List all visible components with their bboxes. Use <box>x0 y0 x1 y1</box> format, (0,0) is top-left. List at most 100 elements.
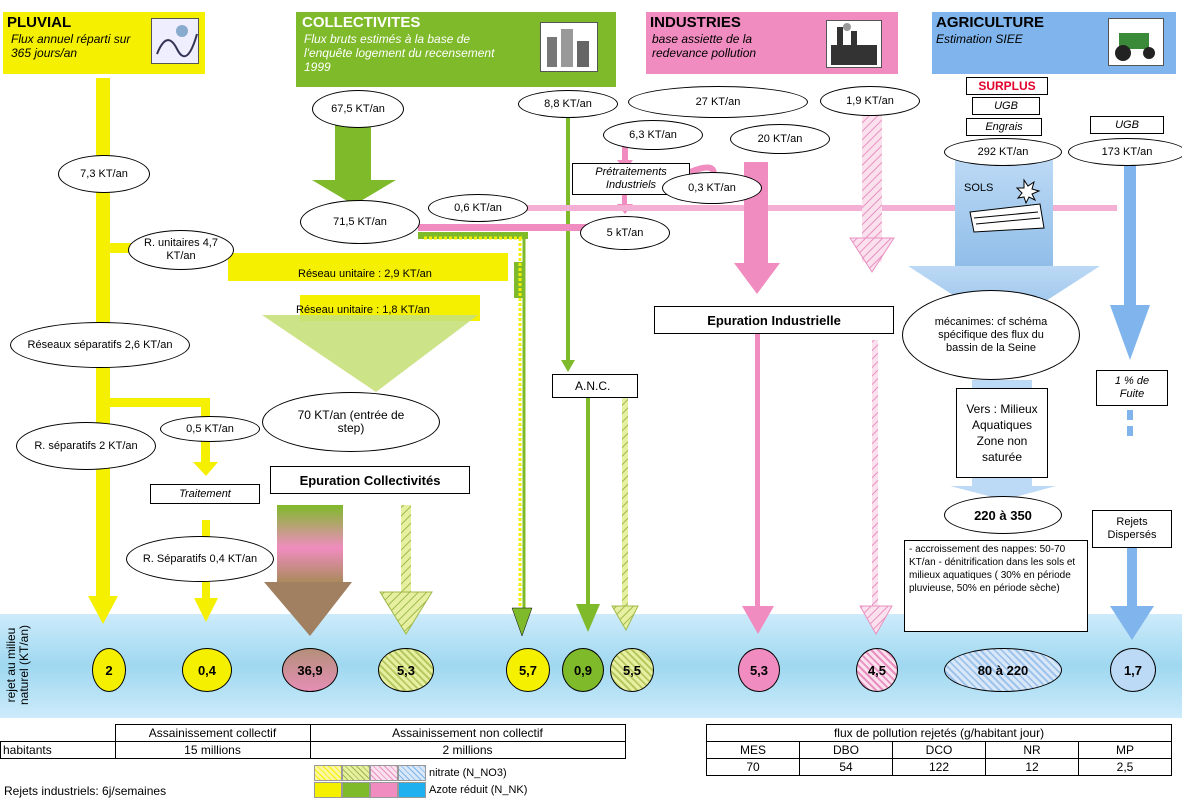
rejets-disperses-box: Rejets Dispersés <box>1092 510 1172 548</box>
header-pluvial-title: PLUVIAL <box>7 14 72 31</box>
pluvial-05-ellipse: 0,5 KT/an <box>160 416 260 442</box>
flux-header-mes: MES <box>706 741 800 759</box>
population-value-non-collectif: 2 millions <box>309 741 626 759</box>
legend-swatch-green <box>342 781 370 798</box>
vers-box: Vers : Milieux Aquatiques Zone non satur… <box>956 388 1048 478</box>
ind-03-ellipse: 0,3 KT/an <box>662 172 762 204</box>
legend-swatch-pink <box>370 781 398 798</box>
result-reseau-unitaire: 5,7 <box>506 648 550 692</box>
flux-value-dco: 122 <box>892 758 986 776</box>
legend-row-azote: Azote réduit (N_NK) <box>314 781 527 798</box>
soil-icon <box>969 178 1045 233</box>
header-agriculture: AGRICULTURE Estimation SIEE <box>932 12 1176 74</box>
flux-header-mp: MP <box>1078 741 1172 759</box>
population-table-empty-cell <box>0 724 116 742</box>
footer-note: Rejets industriels: 6j/semaines <box>4 784 167 798</box>
header-pluvial-subtitle: Flux annuel réparti sur 365 jours/an <box>11 32 131 60</box>
result-coll-hatched: 5,3 <box>378 648 434 692</box>
result-epuration-coll: 36,9 <box>282 648 338 692</box>
ind-63-ellipse: 6,3 KT/an <box>603 120 703 150</box>
r-separatifs04-ellipse: R. Séparatifs 0,4 KT/an <box>126 536 274 582</box>
pluvial-illustration-icon <box>151 18 199 64</box>
legend-swatch-blue-hatched <box>398 764 426 781</box>
legend-swatch-blue <box>398 781 426 798</box>
flux-value-mes: 70 <box>706 758 800 776</box>
range-220-350-ellipse: 220 à 350 <box>944 496 1062 534</box>
result-anc: 0,9 <box>562 648 604 692</box>
ind-27-ellipse: 27 KT/an <box>628 86 808 118</box>
flux-table-title: flux de pollution rejetés (g/habitant jo… <box>706 724 1172 742</box>
pretraitements-box: Prétraitements Industriels <box>572 163 690 195</box>
coll-88-ellipse: 8,8 KT/an <box>518 90 618 118</box>
fuite-box: 1 % de Fuite <box>1096 370 1168 406</box>
legend-nitrate-label: nitrate (N_NO3) <box>429 766 507 779</box>
traitement-box: Traitement <box>150 484 260 504</box>
engrais-box: Engrais <box>966 118 1042 136</box>
header-pluvial: PLUVIAL Flux annuel réparti sur 365 jour… <box>3 12 205 74</box>
population-table: Assainissement collectif Assainissement … <box>0 724 626 759</box>
header-agriculture-title: AGRICULTURE <box>936 14 1045 31</box>
header-industries: INDUSTRIES base assiette de la redevance… <box>646 12 898 74</box>
result-agri-ugb: 1,7 <box>1110 648 1156 692</box>
agri-173-ellipse: 173 KT/an <box>1068 138 1182 166</box>
epuration-ind-box: Epuration Industrielle <box>654 306 894 334</box>
result-industries-hatched: 4,5 <box>856 648 898 692</box>
soil-illustration: SOLS <box>960 172 1052 236</box>
ind-06-ellipse: 0,6 KT/an <box>428 194 528 222</box>
factory-illustration-icon <box>826 20 882 68</box>
result-industries: 5,3 <box>738 648 780 692</box>
surplus-box: SURPLUS <box>966 77 1048 95</box>
city-illustration-icon <box>540 22 598 72</box>
population-row-label: habitants <box>0 741 116 759</box>
ugb2-box: UGB <box>1090 116 1164 134</box>
mecanismes-ellipse: mécanimes: cf schéma spécifique des flux… <box>902 290 1080 380</box>
population-header-collectif: Assainissement collectif <box>114 724 311 742</box>
result-separatifs: 0,4 <box>182 648 232 692</box>
result-pluvial: 2 <box>92 648 126 692</box>
ugb1-box: UGB <box>972 97 1040 115</box>
result-agriculture: 80 à 220 <box>944 648 1062 692</box>
legend: nitrate (N_NO3) Azote réduit (N_NK) <box>314 764 527 798</box>
flux-value-dbo: 54 <box>799 758 893 776</box>
flux-header-dbo: DBO <box>799 741 893 759</box>
legend-swatch-pink-hatched <box>370 764 398 781</box>
r-separatifs2-ellipse: R. séparatifs 2 KT/an <box>16 422 156 470</box>
coll-675-ellipse: 67,5 KT/an <box>312 90 404 128</box>
flux-header-nr: NR <box>985 741 1079 759</box>
header-industries-title: INDUSTRIES <box>650 14 741 31</box>
reseaux-separatifs-ellipse: Réseaux séparatifs 2,6 KT/an <box>10 322 190 368</box>
header-collectivites-subtitle: Flux bruts estimés à la base de l'enquêt… <box>304 32 495 74</box>
flux-value-mp: 2,5 <box>1078 758 1172 776</box>
header-collectivites: COLLECTIVITES Flux bruts estimés à la ba… <box>296 12 616 87</box>
reseau-unitaire-18-label: Réseau unitaire : 1,8 KT/an <box>296 304 430 316</box>
header-industries-subtitle: base assiette de la redevance pollution <box>652 32 757 60</box>
reseau-unitaire-29-label: Réseau unitaire : 2,9 KT/an <box>298 268 432 280</box>
ind-20-ellipse: 20 KT/an <box>730 124 830 154</box>
legend-swatch-yellow-hatched <box>314 764 342 781</box>
tractor-illustration-icon <box>1108 18 1164 66</box>
vertical-axis-label: rejet au milieu naturel (KT/an) <box>4 624 31 706</box>
legend-swatch-yellow <box>314 781 342 798</box>
ind-19-ellipse: 1,9 KT/an <box>820 86 920 116</box>
population-value-collectif: 15 millions <box>114 741 311 759</box>
legend-swatch-green-hatched <box>342 764 370 781</box>
header-agriculture-subtitle: Estimation SIEE <box>936 32 1023 46</box>
anc-box: A.N.C. <box>552 374 638 398</box>
epuration-coll-box: Epuration Collectivités <box>270 466 470 494</box>
flux-value-nr: 12 <box>985 758 1079 776</box>
entree-step-ellipse: 70 KT/an (entrée de step) <box>262 392 440 452</box>
ind-5-ellipse: 5 kT/an <box>580 216 670 250</box>
agri-292-ellipse: 292 KT/an <box>944 138 1062 166</box>
result-anc-hatched: 5,5 <box>610 648 654 692</box>
pluvial-flux-ellipse: 7,3 KT/an <box>58 155 150 193</box>
header-collectivites-title: COLLECTIVITES <box>302 14 421 31</box>
coll-715-ellipse: 71,5 KT/an <box>300 200 420 244</box>
legend-azote-label: Azote réduit (N_NK) <box>429 783 528 796</box>
flux-table: flux de pollution rejetés (g/habitant jo… <box>706 724 1172 776</box>
legend-row-nitrate: nitrate (N_NO3) <box>314 764 527 781</box>
r-unitaires-ellipse: R. unitaires 4,7 KT/an <box>128 230 234 270</box>
agri-note: - accroissement des nappes: 50-70 KT/an … <box>904 540 1088 632</box>
sols-label: SOLS <box>964 182 994 194</box>
flux-header-dco: DCO <box>892 741 986 759</box>
population-header-non-collectif: Assainissement non collectif <box>309 724 626 742</box>
